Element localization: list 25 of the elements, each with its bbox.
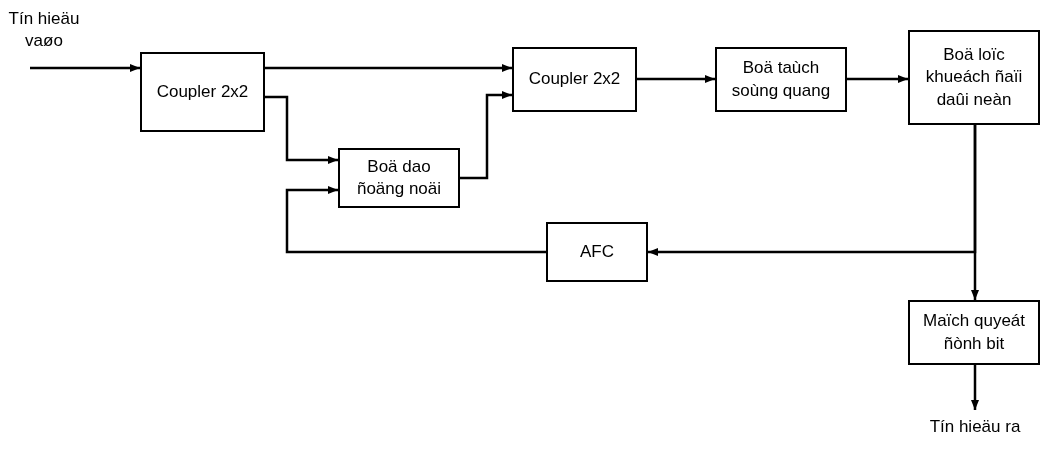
box-text: Boä taùch soùng quang (730, 57, 832, 102)
coupler-box (140, 52, 265, 132)
arrow (648, 125, 977, 256)
afc-box (546, 222, 648, 282)
arrow (971, 365, 979, 410)
filter-amplifier-box (908, 30, 1040, 125)
box-text: Boä loïc khueách ñaïi daûi neàn (924, 44, 1024, 111)
arrow (847, 75, 908, 83)
box-text: Tín hieäu ra (929, 415, 1021, 438)
arrow (460, 91, 512, 180)
arrow (285, 186, 546, 254)
box-text: Maïch quyeát ñònh bit (921, 310, 1027, 355)
detector-box (715, 47, 847, 112)
decision-circuit-box (908, 300, 1040, 365)
arrow (30, 64, 140, 72)
arrow (637, 75, 715, 83)
box-text: AFC (580, 240, 614, 263)
arrow (265, 95, 338, 164)
box-text: Coupler 2x2 (156, 80, 249, 103)
oscillator-box (338, 148, 460, 208)
coupler-box (512, 47, 637, 112)
box-text: Tín hieäu vaøo (7, 7, 81, 52)
box-text: Boä dao ñoäng noäi (355, 155, 443, 200)
arrow (265, 64, 512, 72)
box-text: Coupler 2x2 (528, 68, 621, 91)
